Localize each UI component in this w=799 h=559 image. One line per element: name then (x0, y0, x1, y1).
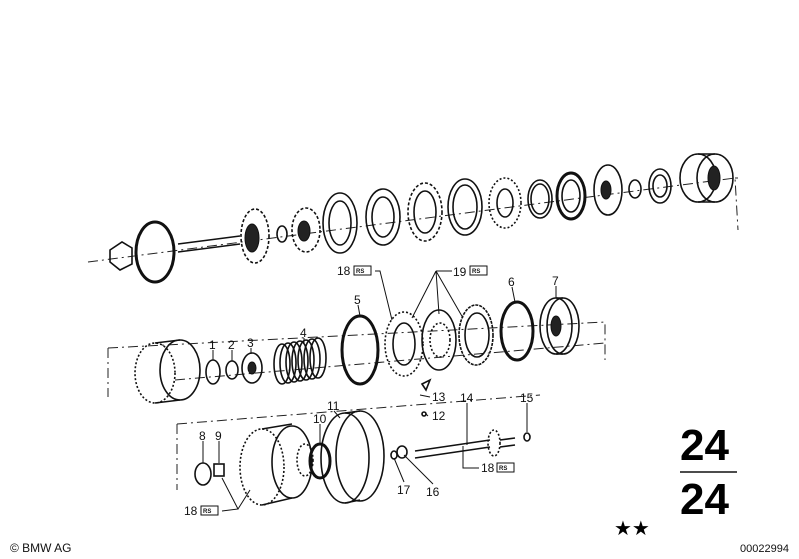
lower-assembly (176, 378, 541, 506)
callout-18: 18 (337, 264, 351, 278)
sun-gear (240, 208, 270, 264)
group-number-top: 24 (680, 421, 729, 470)
upper-assembly (87, 153, 739, 284)
diagram-id: 00022994 (740, 543, 789, 555)
clutch-drum (134, 342, 176, 404)
copyright: © BMW AG (10, 541, 72, 555)
spring-pack (273, 337, 327, 385)
snap-ring (134, 220, 176, 284)
callout-3: 3 (247, 336, 254, 350)
callout-11: 11 (327, 399, 340, 413)
callout-16: 16 (426, 485, 440, 499)
roller-bearing (488, 177, 522, 229)
rs-badge: RS (499, 466, 507, 472)
group-number: 24 24 (680, 421, 737, 524)
callout-5: 5 (354, 293, 361, 307)
leader-lines (202, 270, 557, 512)
callout-4: 4 (300, 326, 307, 340)
callout-labels: 1 2 3 4 5 6 7 8 9 10 11 12 13 14 15 16 1… (184, 264, 559, 518)
callout-1: 1 (209, 338, 216, 352)
thrust-washer (109, 241, 133, 271)
planetary-carrier (239, 428, 285, 506)
rs-badge: RS (203, 509, 211, 515)
shaft (177, 235, 241, 253)
callout-12: 12 (432, 409, 446, 423)
gear (291, 207, 321, 253)
rs-badge: RS (356, 269, 364, 275)
callout-7: 7 (552, 274, 559, 288)
callout-18: 18 (481, 461, 495, 475)
callout-10: 10 (313, 412, 327, 426)
callout-9: 9 (215, 429, 222, 443)
callout-13: 13 (432, 390, 446, 404)
middle-assembly (107, 297, 606, 404)
callout-8: 8 (199, 429, 206, 443)
callout-6: 6 (508, 275, 515, 289)
callout-17: 17 (397, 483, 411, 497)
callout-15: 15 (520, 391, 534, 405)
brake-drum (320, 412, 370, 504)
stars-icon: ★★ (614, 516, 650, 540)
callout-2: 2 (228, 338, 235, 352)
output-shaft (414, 439, 491, 459)
callout-14: 14 (460, 391, 474, 405)
callout-18: 18 (184, 504, 198, 518)
group-number-bottom: 24 (680, 475, 729, 524)
callout-19: 19 (453, 265, 467, 279)
rs-badge: RS (472, 269, 480, 275)
